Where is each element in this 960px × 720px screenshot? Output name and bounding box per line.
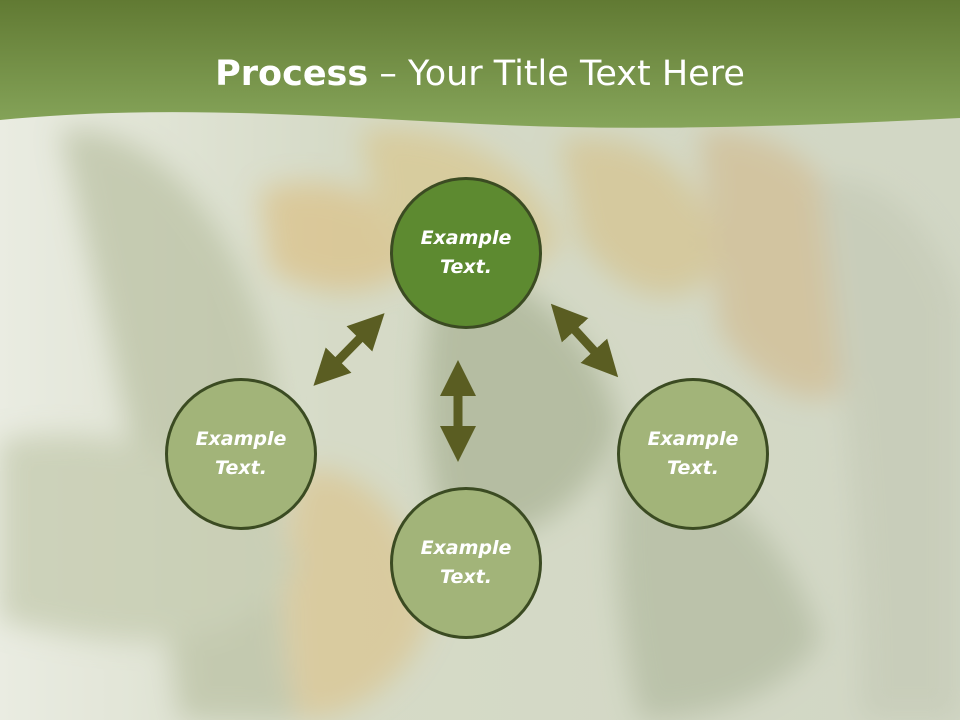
title-rest: – Your Title Text Here	[368, 54, 745, 94]
node-top: Example Text.	[390, 177, 542, 329]
page-title: Process – Your Title Text Here	[0, 52, 960, 96]
node-bottom: Example Text.	[390, 487, 542, 639]
node-right-label: Example Text.	[647, 428, 739, 479]
node-left: Example Text.	[165, 378, 317, 530]
node-right: Example Text.	[617, 378, 769, 530]
header-banner	[0, 0, 960, 128]
node-bottom-label: Example Text.	[420, 537, 512, 588]
node-top-label: Example Text.	[420, 227, 512, 278]
title-bold: Process	[215, 54, 369, 94]
node-left-label: Example Text.	[195, 428, 287, 479]
